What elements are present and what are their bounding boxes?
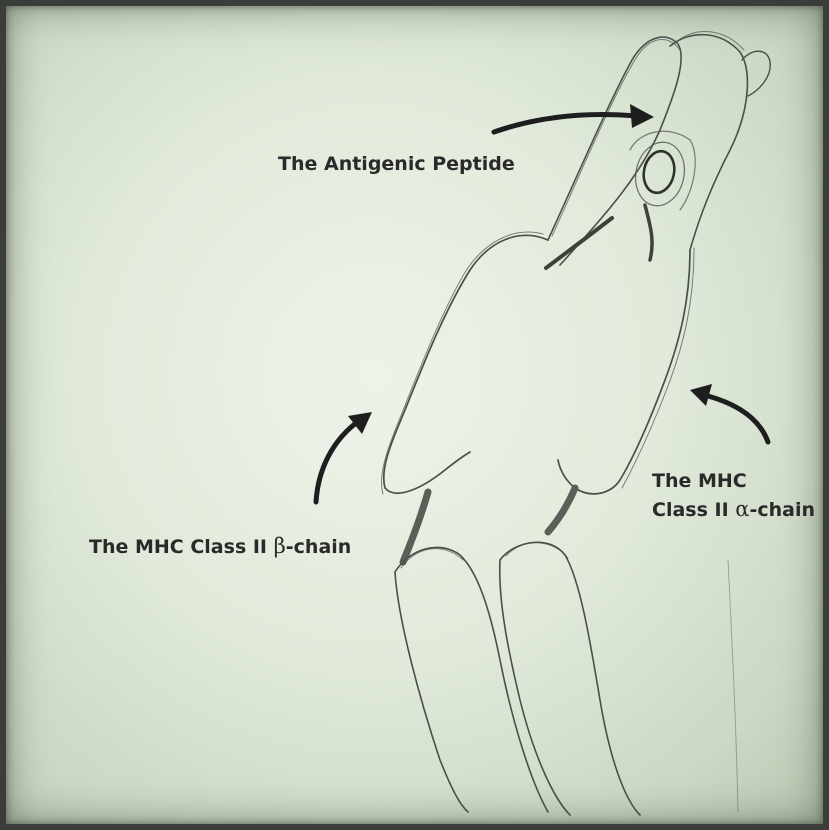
peptide-arrowhead (630, 104, 654, 128)
beta-arrow (316, 420, 360, 502)
alpha-lower-domain (500, 542, 640, 815)
peptide-arrow (494, 115, 638, 132)
alpha-arrowhead (690, 384, 712, 406)
beta-label-suffix: -chain (286, 536, 352, 558)
alpha-label-line2-prefix: Class II (652, 499, 735, 521)
peptide-label: The Antigenic Peptide (278, 150, 515, 178)
beta-chain-label: The MHC Class II β-chain (89, 532, 351, 561)
alpha-symbol: α (735, 497, 749, 521)
beta-label-prefix: The MHC Class II (89, 536, 274, 558)
beta-symbol: β (274, 534, 286, 558)
alpha-chain-label: The MHC Class II α-chain (652, 467, 815, 524)
alpha-label-line1: The MHC (652, 470, 747, 492)
beta-chain-body (384, 235, 548, 493)
alpha-arrow (708, 396, 768, 442)
beta-arrowhead (348, 412, 372, 434)
peptide-groove (640, 148, 678, 195)
alpha-chain-body (558, 250, 690, 494)
alpha-label-line2-suffix: -chain (749, 499, 815, 521)
alpha-helix-lobe (670, 35, 747, 250)
beta-lower-domain (395, 547, 548, 812)
